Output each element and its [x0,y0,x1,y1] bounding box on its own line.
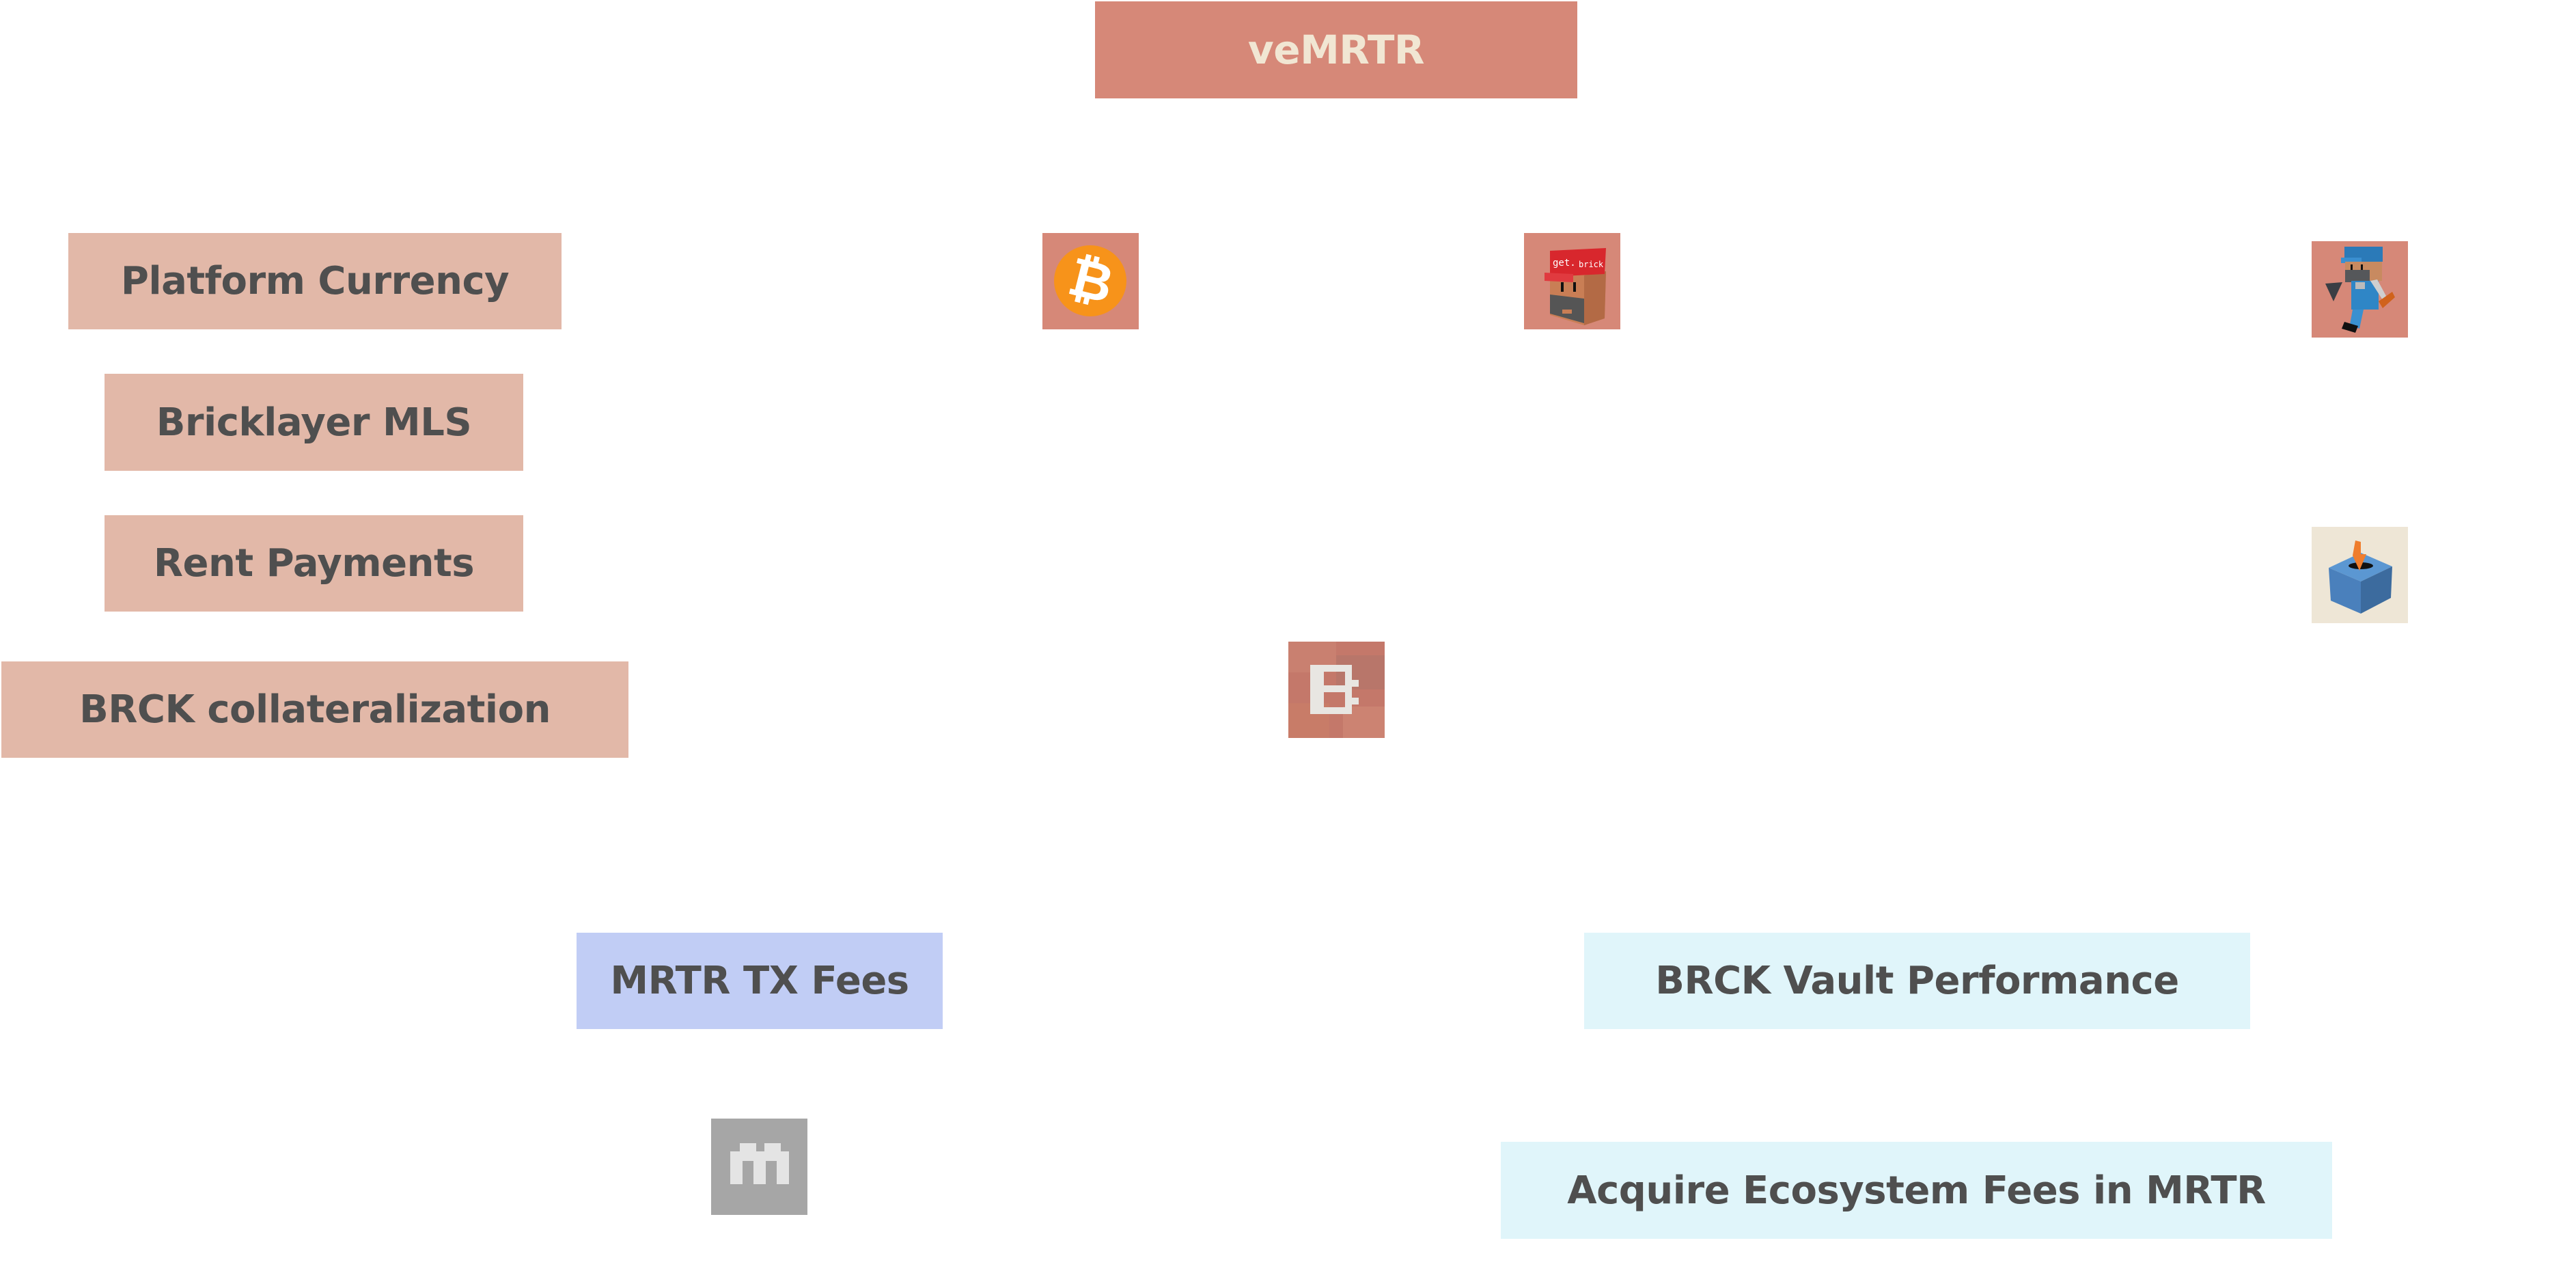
svg-text:get.: get. [1553,258,1576,269]
feature-bricklayer-mls: Bricklayer MLS [105,374,523,471]
brck-logo-icon [1288,642,1385,738]
get-brick-character-icon: get. brick [1524,233,1620,329]
mrtr-tx-fees-box: MRTR TX Fees [577,933,943,1029]
bricklayer-character-icon [2312,241,2408,338]
ballot-box-icon [2312,527,2408,623]
feature-platform-currency: Platform Currency [68,233,562,329]
vemrtr-title: veMRTR [1095,1,1577,98]
feature-brck-collateralization: BRCK collateralization [1,661,628,758]
brck-vault-performance-box: BRCK Vault Performance [1584,933,2250,1029]
bitcoin-icon: ₿ [1042,233,1139,329]
svg-text:brick: brick [1579,260,1604,269]
mrtr-logo-icon [711,1119,807,1215]
acquire-ecosystem-fees-box: Acquire Ecosystem Fees in MRTR [1501,1142,2332,1239]
feature-rent-payments: Rent Payments [105,515,523,612]
